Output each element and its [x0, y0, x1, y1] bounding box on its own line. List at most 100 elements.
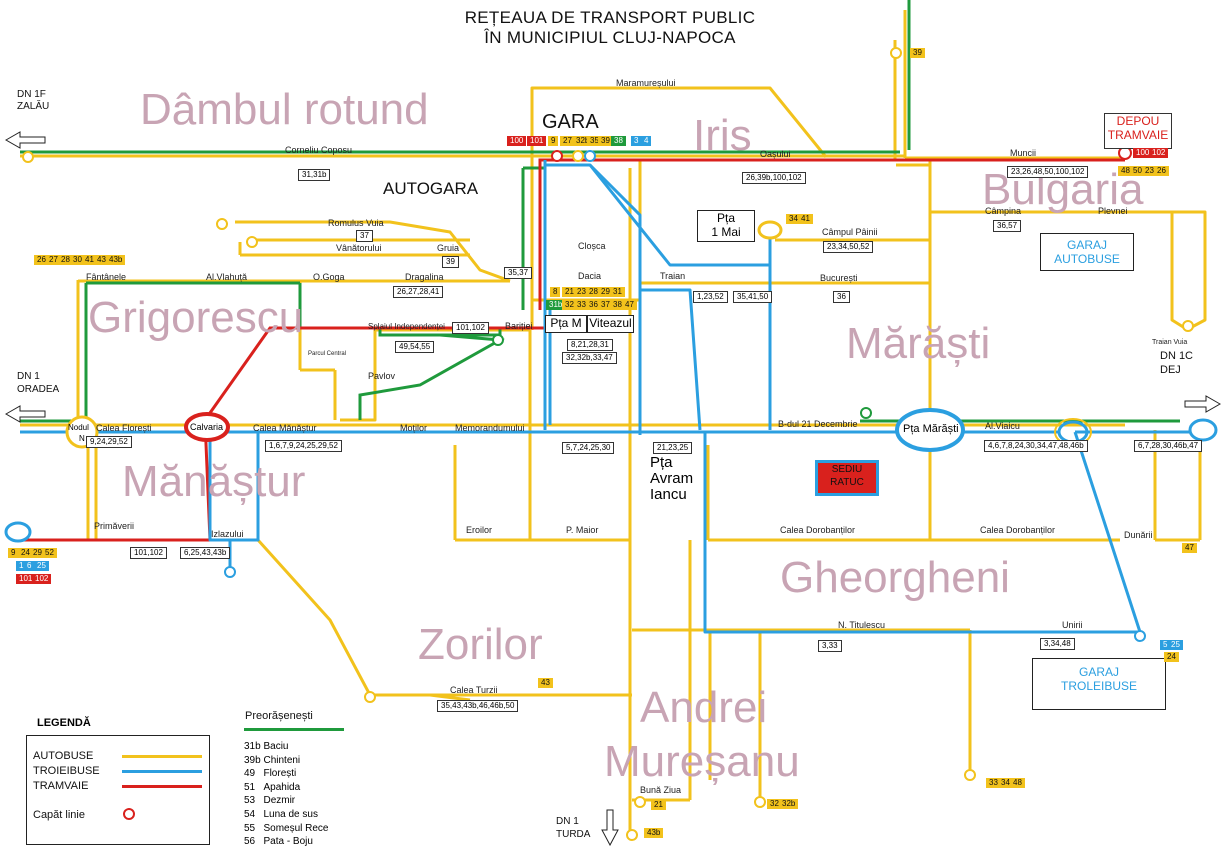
- suburban-swatch: [244, 728, 344, 731]
- autogara-label: AUTOGARA: [383, 179, 479, 198]
- route-badge: 47: [1182, 543, 1197, 553]
- route-badge: 48: [1118, 166, 1133, 176]
- legend-bus-label: AUTOBUSE: [33, 750, 94, 762]
- legend-trolley-swatch: [122, 770, 202, 773]
- route-badge: 102: [32, 574, 52, 584]
- street-label: Bariției: [505, 321, 533, 331]
- hood-muresanu: Mureșanu: [604, 737, 800, 786]
- hood-manastur: Mănăștur: [122, 457, 306, 506]
- legend-tram-swatch: [122, 785, 202, 788]
- route-box: 49,54,55: [395, 341, 435, 353]
- route-badge: 101: [527, 136, 547, 146]
- route-badge: 9: [548, 136, 559, 146]
- route-badge: 30: [70, 255, 85, 265]
- route-badge: 27: [46, 255, 61, 265]
- route-badge: 34: [786, 214, 801, 224]
- route-badge: 33: [986, 778, 1001, 788]
- route-badge: 26: [1154, 166, 1169, 176]
- route-badge: 41: [82, 255, 97, 265]
- route-badge: 32: [562, 300, 577, 310]
- street-label: Dunării: [1124, 530, 1153, 540]
- calvaria-label: Calvaria: [190, 422, 224, 432]
- street-label: Fântânele: [86, 272, 127, 282]
- street-label: N. Titulescu: [838, 620, 886, 630]
- route-badge: 24: [18, 548, 33, 558]
- street-label: Vânătorului: [336, 243, 382, 253]
- route-badge: 43: [538, 678, 553, 688]
- street-label: B-dul 21 Decembrie: [778, 419, 858, 429]
- route-badge: 31b: [546, 300, 566, 310]
- suburban-title: Preorășenești: [245, 710, 313, 722]
- legend-bus-swatch: [122, 755, 202, 758]
- route-badge: 3: [631, 136, 642, 146]
- route-box: 4,6,7,8,24,30,34,47,48,46b: [984, 440, 1088, 452]
- route-badge: 32: [767, 799, 782, 809]
- route-badge: 8: [550, 287, 561, 297]
- route-box: 39: [442, 256, 459, 268]
- route-box: 1,6,7,9,24,25,29,52: [265, 440, 342, 452]
- route-badge: 52: [42, 548, 57, 558]
- street-label: Bună Ziua: [640, 785, 682, 795]
- street-label: Pavlov: [368, 371, 396, 381]
- route-badge: 21: [651, 800, 666, 810]
- street-label: Câmpul Pâinii: [822, 227, 878, 237]
- map-title-line1: REȚEAUA DE TRANSPORT PUBLIC: [464, 8, 756, 27]
- route-badge: 101: [16, 574, 36, 584]
- route-box: 1,23,52: [693, 291, 728, 303]
- route-badge: 39: [598, 136, 613, 146]
- hood-grigorescu: Grigorescu: [88, 293, 304, 342]
- route-badge: 43b: [106, 255, 126, 265]
- street-label: Traian Vuia: [1152, 339, 1188, 346]
- gara-label: GARA: [542, 111, 599, 133]
- route-badge: 5: [1160, 640, 1171, 650]
- route-box: 26,39b,100,102: [742, 172, 806, 184]
- map-title-line2: ÎN MUNICIPIUL CLUJ-NAPOCA: [484, 28, 736, 47]
- viteazul-box: Viteazul: [587, 315, 634, 333]
- street-label: P. Maior: [566, 525, 599, 535]
- route-badge: 29: [30, 548, 45, 558]
- endpoint-icon: [123, 808, 135, 820]
- legend-title: LEGENDĂ: [37, 717, 91, 729]
- trolley-network: [20, 160, 1200, 634]
- route-box: 31,31b: [298, 169, 331, 181]
- route-badge: 23: [574, 287, 589, 297]
- street-label: Oașului: [760, 149, 791, 159]
- route-badge: 39: [910, 48, 925, 58]
- route-box: 9,24,29,52: [86, 436, 132, 448]
- street-label: Al.Viaicu: [985, 421, 1020, 431]
- route-badge: 24: [1164, 652, 1179, 662]
- route-badge: 100: [507, 136, 527, 146]
- route-badge: 28: [58, 255, 73, 265]
- pta-marasti-label: Pța Mărăști: [903, 423, 959, 435]
- route-badge: 37: [598, 300, 613, 310]
- street-label: Gruia: [437, 243, 460, 253]
- route-badge: 48: [1010, 778, 1025, 788]
- route-badge: 102: [1149, 148, 1169, 158]
- street-label: Traian: [660, 271, 686, 281]
- street-label: Cloșca: [578, 241, 606, 251]
- route-box: 35,43,43b,46,46b,50: [437, 700, 519, 712]
- route-badge: 38: [610, 300, 625, 310]
- route-badge: 34: [998, 778, 1013, 788]
- nodul-n-label: N: [79, 434, 85, 443]
- route-box: 21,23,25: [653, 442, 693, 454]
- street-label: Primăverii: [94, 521, 135, 531]
- street-label: Al.Vlahuță: [206, 272, 248, 282]
- route-box: 35,37: [504, 267, 533, 279]
- street-label: Dragalina: [405, 272, 444, 282]
- route-badge: 38: [611, 136, 626, 146]
- street-label: Moților: [400, 423, 428, 433]
- route-box: 3,33: [818, 640, 842, 652]
- hood-andrei: Andrei: [640, 683, 768, 732]
- hood-iris: Iris: [693, 111, 752, 160]
- route-badge: 25: [1168, 640, 1183, 650]
- street-label: Plevnei: [1098, 206, 1128, 216]
